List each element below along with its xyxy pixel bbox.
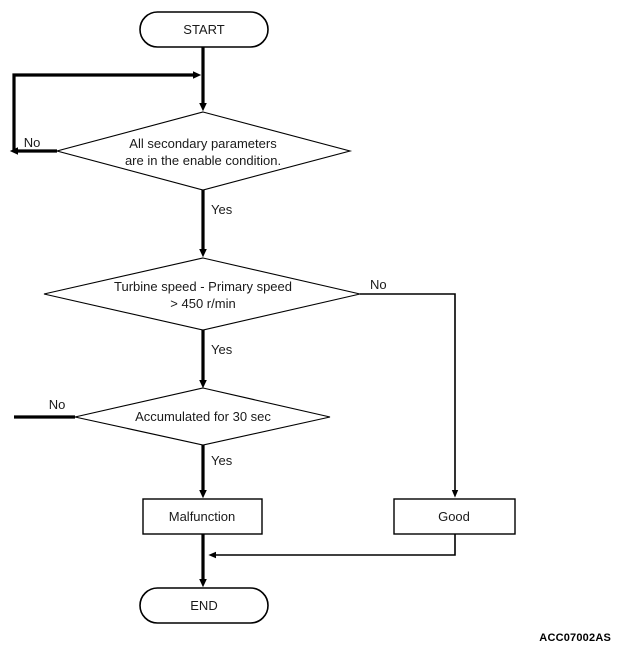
start-shape	[139, 11, 269, 48]
node-end: END	[139, 587, 269, 624]
decision3-shape	[74, 387, 331, 446]
edge-label-decision2-yes: Yes	[211, 342, 233, 357]
end-shape	[139, 587, 269, 624]
good-shape	[393, 498, 516, 535]
end-label: END	[190, 598, 217, 613]
malfunction-shape	[142, 498, 263, 535]
decision2-label-line1: Turbine speed - Primary speed	[114, 279, 292, 294]
edge-good-to-merge	[208, 534, 456, 559]
edge-loopback-to-trunk	[12, 71, 202, 151]
node-good: Good	[393, 498, 516, 535]
node-decision3: Accumulated for 30 sec	[74, 387, 331, 446]
node-malfunction: Malfunction	[142, 498, 263, 535]
edge-label-decision2-no: No	[370, 277, 387, 292]
decision3-label-line1: Accumulated for 30 sec	[135, 409, 271, 424]
node-decision2: Turbine speed - Primary speed > 450 r/mi…	[43, 257, 361, 331]
decision2-shape	[43, 257, 361, 331]
edge-label-decision3-no: No	[49, 397, 66, 412]
edge-label-decision1-yes: Yes	[211, 202, 233, 217]
start-label: START	[183, 22, 224, 37]
decision1-label-line1: All secondary parameters	[129, 136, 277, 151]
decision1-label-line2: are in the enable condition.	[125, 153, 281, 168]
decision1-shape	[54, 111, 353, 191]
node-start: START	[139, 11, 269, 48]
edge-label-decision3-yes: Yes	[211, 453, 233, 468]
decision2-label-line2: > 450 r/min	[170, 296, 235, 311]
malfunction-label: Malfunction	[169, 509, 235, 524]
node-decision1: All secondary parameters are in the enab…	[54, 111, 353, 191]
good-label: Good	[438, 509, 470, 524]
edge-label-decision1-no: No	[24, 135, 41, 150]
reference-code: ACC07002AS	[539, 632, 611, 644]
edge-decision2-no	[360, 293, 459, 498]
